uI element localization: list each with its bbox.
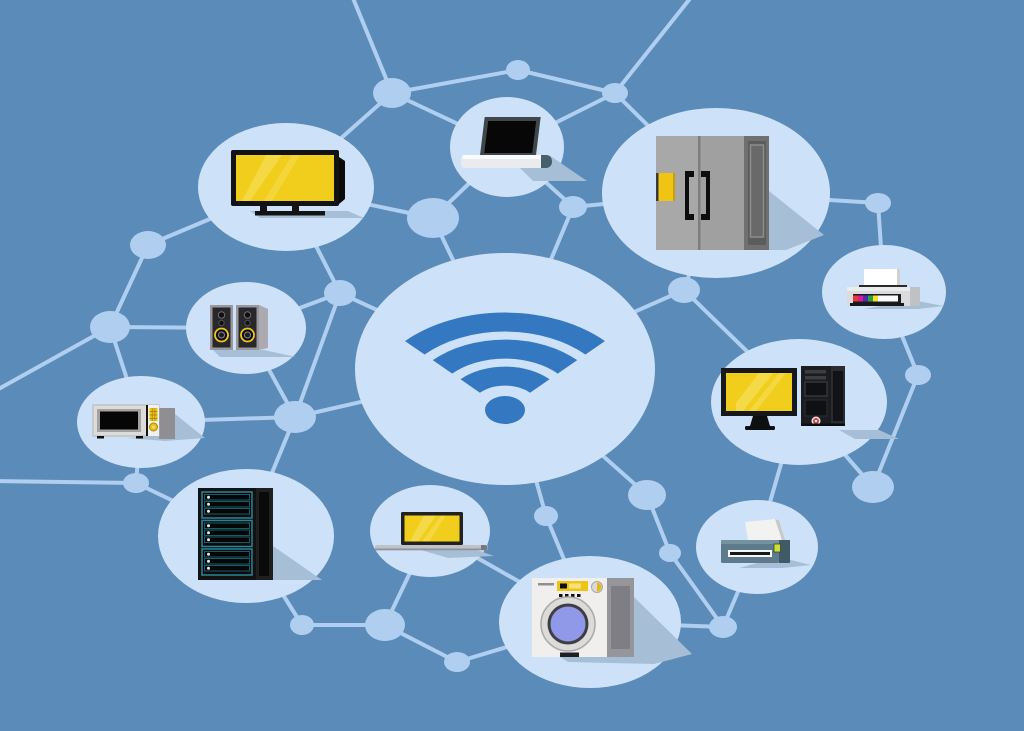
nodes-layer	[90, 60, 931, 672]
connector-line	[517, 68, 616, 95]
connector-line	[293, 292, 342, 418]
network-node	[130, 231, 166, 259]
network-node	[506, 60, 530, 80]
network-node	[668, 277, 700, 303]
network-node	[123, 473, 149, 493]
connector-line	[0, 325, 111, 391]
network-node	[274, 401, 316, 433]
network-node	[905, 365, 931, 385]
network-node	[659, 544, 681, 562]
network-node	[444, 652, 470, 672]
connector-line	[871, 374, 920, 488]
network-node	[559, 196, 587, 218]
network-node	[628, 480, 666, 510]
connector-line	[668, 551, 725, 629]
network-node	[602, 83, 628, 103]
network-node	[324, 280, 356, 306]
network-node	[365, 609, 405, 641]
network-node	[90, 311, 130, 343]
connector-line	[391, 68, 519, 95]
connector-line	[0, 479, 137, 485]
network-node	[290, 615, 314, 635]
network-node	[865, 193, 891, 213]
network-node	[709, 616, 737, 638]
connector-line	[613, 0, 692, 95]
network-node	[373, 78, 411, 108]
network-node	[852, 471, 894, 503]
network-node	[534, 506, 558, 526]
network-node	[407, 198, 459, 238]
connector-line	[351, 0, 394, 94]
